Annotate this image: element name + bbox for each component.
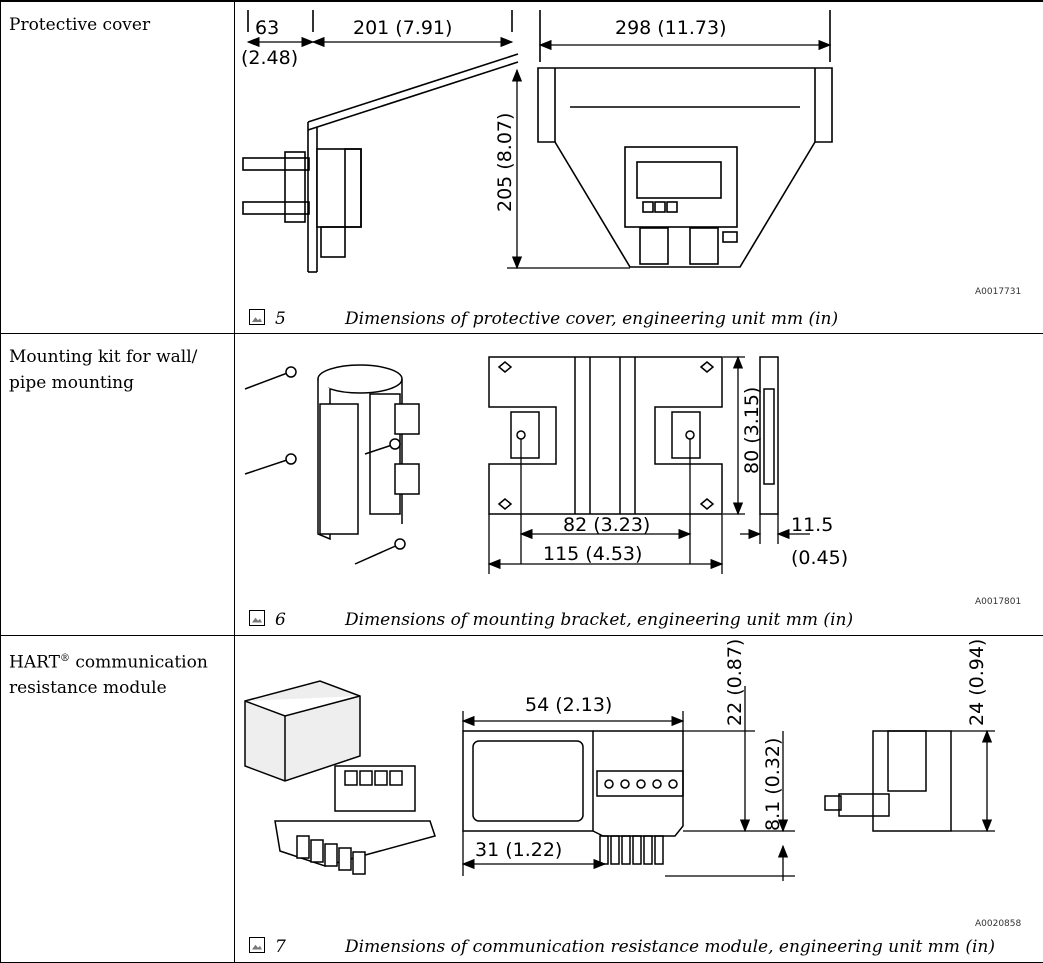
figure-icon — [249, 309, 265, 325]
label-line-1: HART® communication — [9, 646, 234, 676]
figure-code-a0017801: A0017801 — [975, 597, 1021, 607]
dim-201: 201 (7.91) — [353, 17, 452, 39]
label-line-2: pipe mounting — [9, 370, 234, 396]
row-label-cell: Protective cover — [1, 1, 235, 333]
figure-icon — [249, 937, 265, 953]
label-line-1: Mounting kit for wall/ — [9, 344, 234, 370]
row-label-hart-module: HART® communication resistance module — [1, 636, 234, 702]
figure-icon — [249, 610, 265, 626]
dim-24: 24 (0.94) — [966, 638, 988, 725]
dim-54: 54 (2.13) — [525, 694, 612, 716]
figure-number: 6 — [275, 610, 345, 630]
label-communication: communication — [70, 652, 208, 672]
protective-cover-drawing: 63 (2.48) 201 (7.91) — [235, 2, 1043, 334]
dim-205: 205 (8.07) — [494, 113, 516, 212]
row-label-cell: Mounting kit for wall/ pipe mounting — [1, 333, 235, 635]
figure-cell-resistance-module: 54 (2.13) 22 (0.87) 8.1 (0.32) 31 (1.22)… — [235, 635, 1043, 962]
dim-8-1: 8.1 (0.32) — [762, 737, 784, 830]
module-side-view — [825, 731, 951, 831]
mounting-bracket-drawing: 80 (3.15) 82 (3.23) 115 (4.53) 11.5 (0.4… — [235, 334, 1043, 636]
figure-code-a0020858: A0020858 — [975, 919, 1022, 929]
dim-82: 82 (3.23) — [563, 514, 650, 536]
dim-115: 115 (4.53) — [543, 543, 642, 565]
row-label-cell: HART® communication resistance module — [1, 635, 235, 962]
dim-298: 298 (11.73) — [615, 17, 727, 39]
caption-text: Dimensions of communication resistance m… — [345, 937, 995, 957]
figure-number: 7 — [275, 937, 345, 957]
registered-mark: ® — [60, 653, 70, 664]
figure-code-a0017731: A0017731 — [975, 287, 1021, 297]
dim-63: 63 — [255, 17, 279, 39]
dim-31: 31 (1.22) — [475, 839, 562, 861]
figure-cell-protective-cover: 63 (2.48) 201 (7.91) — [235, 1, 1043, 333]
resistance-module-drawing: 54 (2.13) 22 (0.87) 8.1 (0.32) 31 (1.22)… — [235, 636, 1043, 963]
bracket-plate-front — [489, 357, 722, 514]
dim-63-inches: (2.48) — [241, 47, 298, 69]
label-line-2: resistance module — [9, 675, 234, 701]
dim-22: 22 (0.87) — [724, 638, 746, 725]
dim-11-5-inches: (0.45) — [791, 547, 848, 569]
caption-text: Dimensions of mounting bracket, engineer… — [345, 610, 853, 630]
row-label-protective-cover: Protective cover — [1, 2, 234, 38]
module-isometric — [245, 681, 435, 874]
caption-text: Dimensions of protective cover, engineer… — [345, 309, 838, 329]
dim-11-5: 11.5 — [791, 514, 833, 536]
figure-number: 5 — [275, 309, 345, 329]
dim-80: 80 (3.15) — [741, 386, 763, 473]
cover-front-view — [538, 10, 832, 267]
mounting-kit-isometric — [245, 365, 419, 564]
row-label-mounting-kit: Mounting kit for wall/ pipe mounting — [1, 334, 234, 396]
label-hart: HART — [9, 652, 60, 672]
figure-cell-mounting-bracket: 80 (3.15) 82 (3.23) 115 (4.53) 11.5 (0.4… — [235, 333, 1043, 635]
